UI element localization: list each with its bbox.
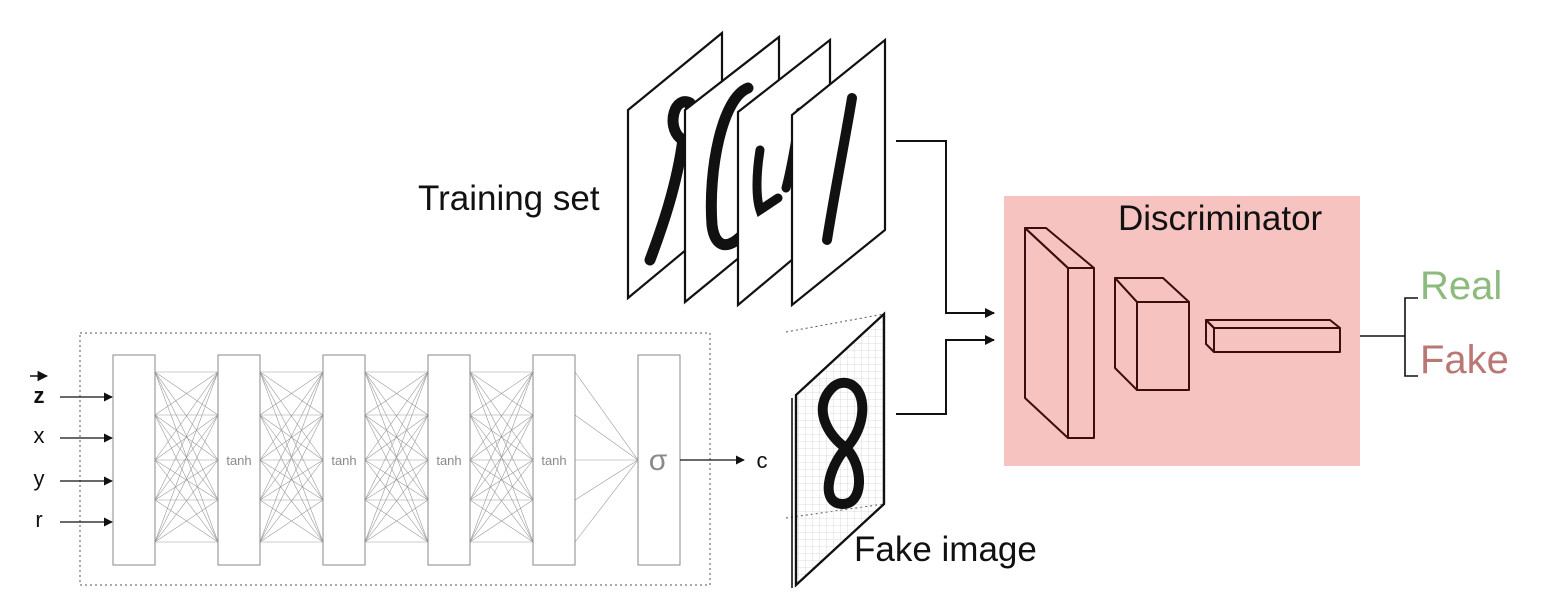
connection-line: [364, 414, 429, 543]
connection-line: [469, 371, 534, 543]
connection-line: [469, 371, 534, 461]
hidden-layer-1-box: [217, 354, 261, 566]
connection-line: [364, 459, 429, 501]
connection-line: [469, 499, 534, 543]
fake-to-discriminator-arrow: [896, 335, 995, 415]
connection-line: [259, 459, 324, 543]
connection-line: [364, 371, 429, 543]
connection-line: [364, 459, 429, 543]
hidden-layer-1-label: tanh: [226, 453, 251, 468]
input-r-label: r: [35, 507, 42, 532]
connection-line: [259, 371, 324, 416]
generator-network: tanh tanh tanh tanh σ z x y r c: [30, 332, 768, 586]
generator-dashed-border: [79, 332, 711, 586]
layer-connections: [154, 371, 639, 543]
connection-line: [574, 459, 639, 501]
discriminator-conv-block-2: [1114, 277, 1190, 391]
input-z-label: z: [34, 383, 45, 408]
connection-line: [154, 371, 219, 543]
connection-line: [259, 414, 324, 543]
connection-line: [574, 414, 639, 461]
connection-line: [259, 371, 324, 501]
hidden-layer-3-box: [427, 354, 471, 566]
hidden-layer-2-label: tanh: [331, 453, 356, 468]
output-c-label: c: [757, 448, 768, 473]
discriminator: Discriminator: [1004, 196, 1360, 466]
connection-line: [154, 459, 219, 543]
output-bracket: [1404, 297, 1418, 377]
training-to-discriminator-arrow: [896, 140, 995, 318]
discriminator-panel: [1004, 196, 1360, 466]
real-output-label: Real: [1420, 264, 1502, 308]
connection-line: [364, 499, 429, 543]
training-set: Training set: [418, 30, 995, 318]
output-layer-box: [637, 354, 681, 566]
fake-image: Fake image: [785, 311, 1037, 588]
connection-line: [469, 414, 534, 543]
projection-line-top: [785, 313, 885, 333]
input-x-label: x: [34, 423, 45, 448]
connection-line: [154, 459, 219, 501]
connection-line: [469, 414, 534, 461]
connection-line: [469, 371, 534, 501]
hidden-layer-3-label: tanh: [436, 453, 461, 468]
hidden-layer-4-box: [532, 354, 576, 566]
discriminator-title: Discriminator: [1118, 199, 1323, 238]
connection-line: [259, 459, 324, 501]
hidden-layer-4-label: tanh: [541, 453, 566, 468]
connection-line: [469, 459, 534, 501]
training-set-label: Training set: [418, 179, 600, 218]
connection-line: [154, 414, 219, 461]
discriminator-outputs: Real Fake: [1360, 264, 1509, 382]
input-layer-box: [112, 354, 156, 566]
connection-line: [574, 371, 639, 461]
fake-image-label: Fake image: [854, 530, 1037, 569]
connection-line: [259, 414, 324, 461]
connection-line: [364, 371, 429, 501]
input-y-label: y: [34, 466, 45, 491]
connection-line: [154, 371, 219, 416]
connection-line: [259, 371, 324, 543]
connection-line: [154, 414, 219, 543]
discriminator-conv-block-1: [1024, 227, 1095, 439]
connection-line: [259, 499, 324, 543]
connection-line: [364, 371, 429, 416]
generator-inputs: z x y r: [30, 370, 113, 532]
connection-line: [364, 414, 429, 461]
connection-line: [364, 371, 429, 461]
connection-line: [154, 499, 219, 543]
fake-output-label: Fake: [1420, 338, 1509, 382]
sigmoid-label: σ: [649, 444, 668, 477]
discriminator-dense-block: [1205, 319, 1341, 353]
digit-one-glyph: [822, 93, 857, 245]
connection-line: [154, 371, 219, 501]
digit-eight-glyph: [817, 377, 868, 509]
hidden-layer-2-box: [322, 354, 366, 566]
connection-line: [574, 459, 639, 543]
connection-line: [154, 371, 219, 461]
connection-line: [469, 459, 534, 543]
training-card-4: [790, 37, 887, 308]
connection-line: [469, 371, 534, 416]
connection-line: [259, 371, 324, 461]
